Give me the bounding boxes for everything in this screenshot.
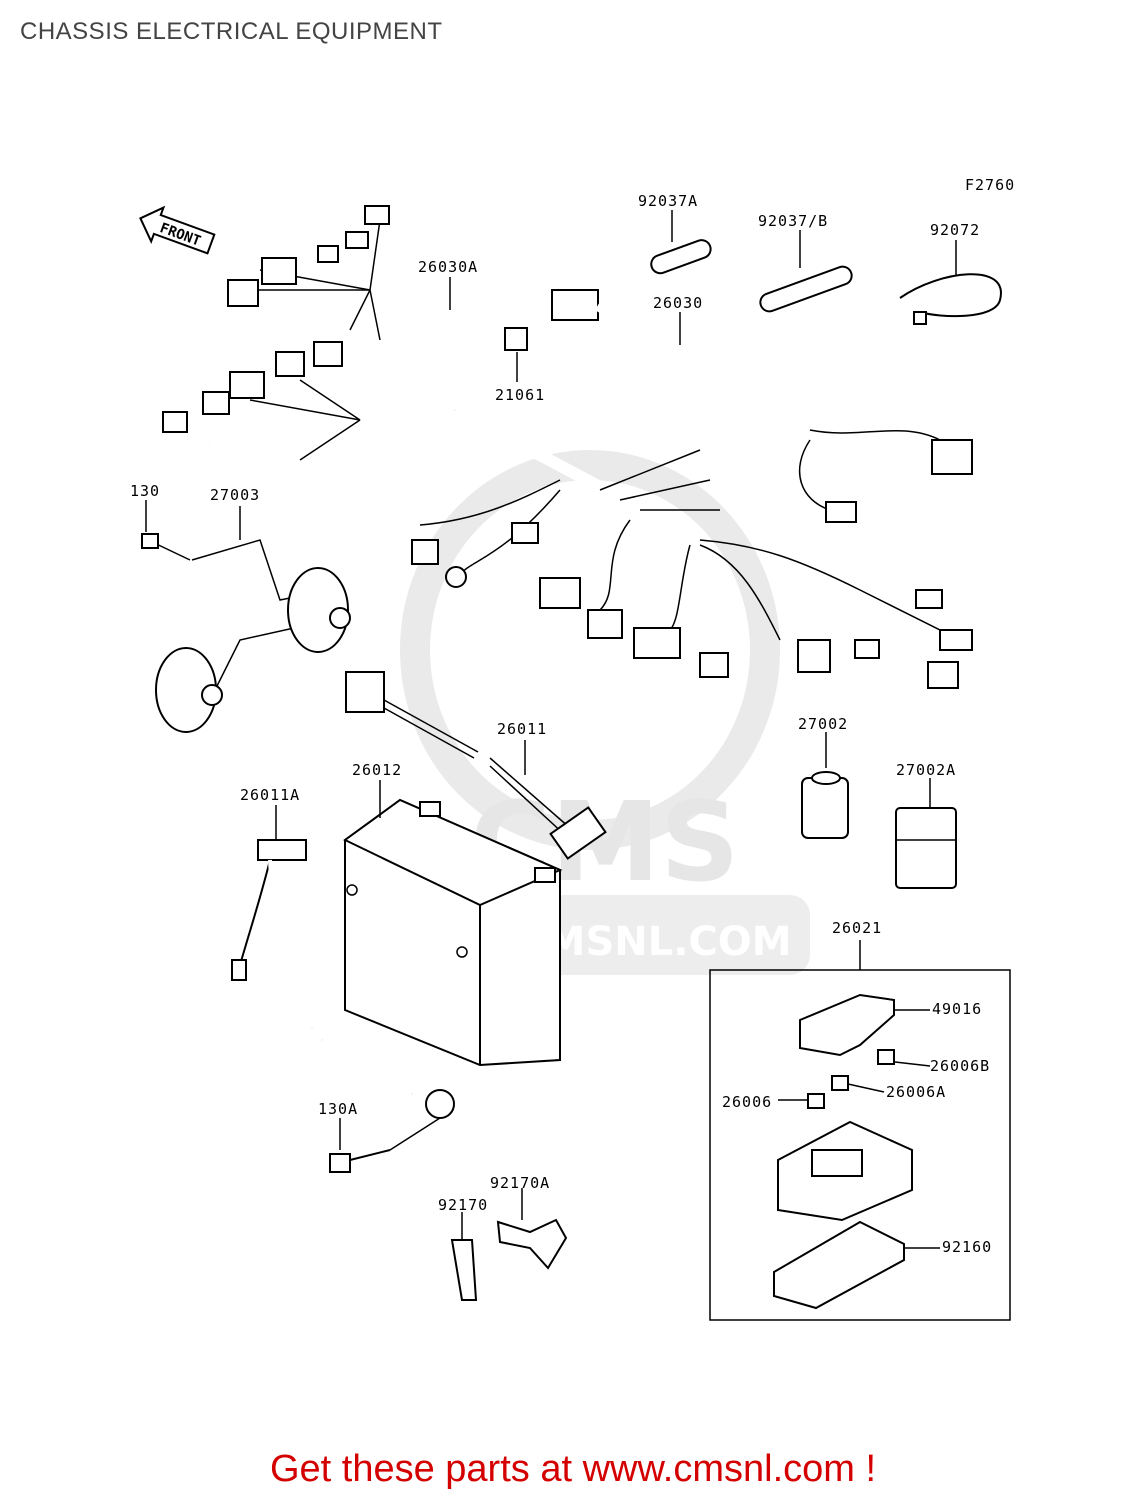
label-27002A: 27002A — [896, 761, 956, 779]
label-130: 130 — [130, 482, 160, 500]
label-92037B: 92037/B — [758, 212, 828, 230]
ground-cable-26011A — [231, 839, 455, 1119]
page-title: CHASSIS ELECTRICAL EQUIPMENT — [20, 18, 443, 45]
figure-code: F2760 — [965, 176, 1015, 194]
bolt-130A — [329, 1117, 441, 1173]
label-26011A: 26011A — [240, 786, 300, 804]
relay-21061 — [504, 327, 528, 351]
main-harness — [162, 205, 973, 689]
label-130A: 130A — [318, 1100, 358, 1118]
sub-harness-26030 — [551, 289, 973, 523]
label-26012: 26012 — [352, 761, 402, 779]
bracket-92170 — [450, 1239, 478, 1301]
horn — [141, 533, 351, 733]
label-92037A: 92037A — [638, 192, 698, 210]
label-21061: 21061 — [495, 386, 545, 404]
label-92170A: 92170A — [490, 1174, 550, 1192]
front-arrow-icon: FRONT — [139, 205, 216, 255]
label-26030: 26030 — [653, 294, 703, 312]
bracket-92170A — [496, 1218, 568, 1270]
label-26006: 26006 — [722, 1093, 772, 1111]
label-26021: 26021 — [832, 919, 882, 937]
battery — [343, 798, 563, 1067]
fuse-box-group — [709, 940, 1011, 1321]
relay-27002 — [801, 771, 849, 839]
label-49016: 49016 — [932, 1000, 982, 1018]
clamp-92037B — [759, 265, 853, 313]
label-92160: 92160 — [942, 1238, 992, 1256]
footer-link[interactable]: Get these parts at www.cmsnl.com ! — [269, 1448, 877, 1490]
label-26030A: 26030A — [418, 258, 478, 276]
label-26006B: 26006B — [930, 1057, 990, 1075]
label-27003: 27003 — [210, 486, 260, 504]
label-27002: 27002 — [798, 715, 848, 733]
parts-diagram: CMS WWW.CMSNL.COM F2760 FRONT — [130, 176, 1015, 1321]
tie-92072 — [899, 273, 1002, 318]
label-26011: 26011 — [497, 720, 547, 738]
label-26006A: 26006A — [886, 1083, 946, 1101]
label-92072: 92072 — [930, 221, 980, 239]
label-92170: 92170 — [438, 1196, 488, 1214]
battery-cable-26011 — [345, 671, 607, 860]
clamp-92037A — [650, 239, 712, 275]
relay-27002A — [895, 807, 957, 889]
